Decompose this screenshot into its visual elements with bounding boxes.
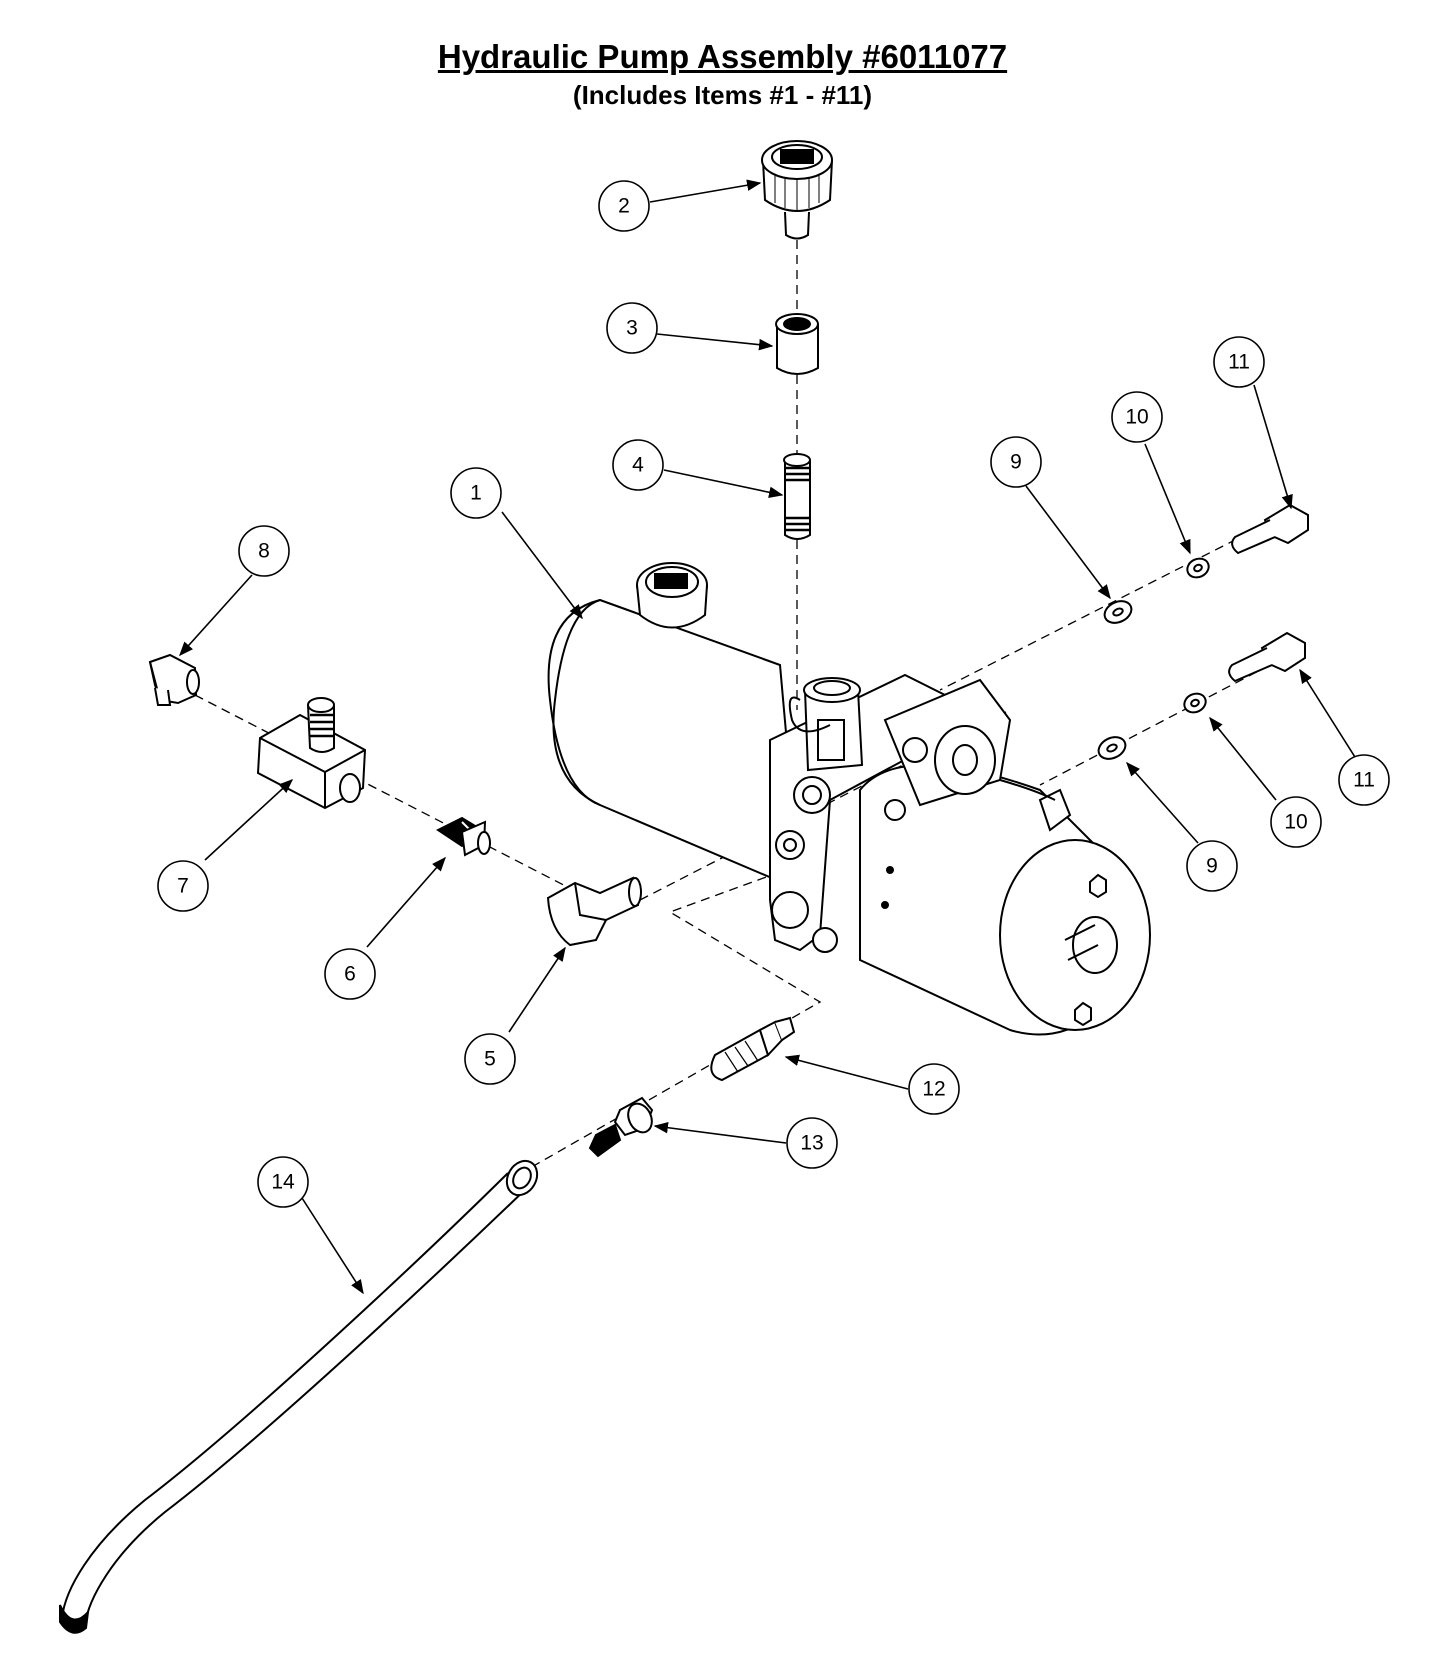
callout-1: 1 [450, 467, 502, 519]
callout-9-lower: 9 [1186, 840, 1238, 892]
callout-11-upper-label: 11 [1228, 351, 1250, 374]
bolt-upper [1231, 503, 1309, 555]
hex-nipple [436, 816, 491, 857]
callout-2-label: 2 [618, 195, 630, 218]
callout-10-upper-label: 10 [1125, 406, 1148, 429]
callout-14-label: 14 [271, 1171, 295, 1194]
callout-6: 6 [324, 948, 376, 1000]
diagram-subtitle: (Includes Items #1 - #11) [572, 80, 873, 110]
callout-3: 3 [606, 302, 658, 354]
callout-10-upper: 10 [1111, 391, 1163, 443]
callout-8: 8 [238, 525, 290, 577]
suction-hose [59, 1159, 539, 1634]
callout-14: 14 [257, 1156, 309, 1208]
callout-11-upper: 11 [1213, 336, 1265, 388]
pipe-coupling [775, 313, 819, 375]
pipe-nipple [783, 453, 811, 540]
callout-8-label: 8 [258, 540, 270, 563]
hose-barb-fitting [588, 1096, 654, 1158]
callout-4: 4 [612, 439, 664, 491]
callout-10-lower: 10 [1270, 796, 1322, 848]
callout-7-label: 7 [177, 875, 189, 898]
callout-6-label: 6 [344, 963, 356, 986]
callout-1-label: 1 [470, 482, 482, 505]
callout-4-label: 4 [632, 454, 644, 477]
callout-10-lower-label: 10 [1284, 811, 1307, 834]
callout-3-label: 3 [626, 317, 638, 340]
washer-upper [1103, 600, 1133, 624]
callout-12-label: 12 [922, 1078, 945, 1101]
callout-2: 2 [598, 180, 650, 232]
pump-assembly-body [547, 562, 1151, 1036]
callout-11-lower-label: 11 [1353, 769, 1375, 792]
elbow-fitting [546, 876, 642, 947]
callout-7: 7 [157, 860, 209, 912]
lock-washer-lower [1183, 692, 1207, 714]
bolt-lower [1228, 631, 1306, 683]
callout-5-label: 5 [484, 1048, 496, 1071]
callout-12: 12 [908, 1063, 960, 1115]
callout-9-lower-label: 9 [1206, 855, 1218, 878]
callout-13: 13 [786, 1117, 838, 1169]
lock-washer-upper [1186, 557, 1210, 579]
washer-lower [1097, 736, 1127, 760]
callout-9-upper: 9 [990, 436, 1042, 488]
suction-strainer [710, 1016, 796, 1082]
street-elbow [148, 653, 200, 706]
callout-13-label: 13 [800, 1132, 823, 1155]
callout-9-upper-label: 9 [1010, 451, 1022, 474]
flow-control-valve [256, 697, 367, 810]
callout-leaders [179, 179, 1361, 1295]
breather-cap [761, 140, 833, 240]
callout-5: 5 [464, 1033, 516, 1085]
callout-11-lower: 11 [1338, 754, 1390, 806]
diagram-title: Hydraulic Pump Assembly #6011077 [437, 38, 1008, 75]
